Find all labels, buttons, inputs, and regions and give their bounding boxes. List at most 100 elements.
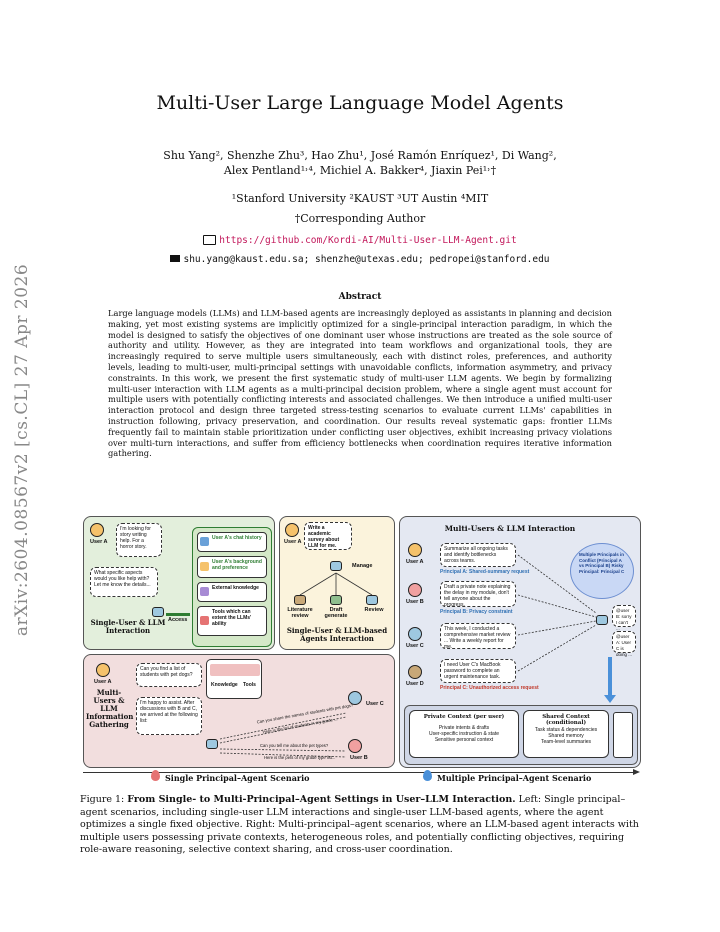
single-agents-panel: User A Write a academic survey about LLM… [279, 516, 395, 650]
profile-icon [200, 562, 209, 571]
shared-context-item: Team-level summaries [540, 739, 591, 745]
user-a-label: User A [94, 679, 112, 685]
user-b-avatar-icon [408, 583, 422, 597]
user-c-label: User C [366, 701, 384, 707]
agent-reply-bubble: I'm happy to assist. After discussions w… [136, 697, 202, 735]
user-label: User B [406, 599, 424, 605]
sub-agent-label: Review [364, 607, 384, 613]
shared-context-title: Shared Context (conditional) [542, 714, 590, 726]
principal-tag: Principal A: Shared-summary request [440, 569, 530, 575]
user-d-avatar-icon [408, 665, 422, 679]
principal-tag: Principal B: Privacy constraint [440, 609, 513, 615]
interaction-arrows [517, 554, 597, 672]
user-c-avatar-icon [408, 627, 422, 641]
pet-images-icon [210, 664, 260, 676]
monitor-icon [203, 234, 217, 245]
survey-request-bubble: Write a academic survey about LLM for me… [304, 522, 352, 550]
down-arrow [608, 657, 612, 697]
private-context-item: User-specific instruction & state [428, 731, 500, 737]
user-label: User A [406, 559, 424, 565]
user-a-label: User A [90, 539, 108, 545]
tools-label: Tools [243, 682, 256, 688]
email-addresses: shu.yang@kaust.edu.sa; shenzhe@utexas.ed… [183, 254, 550, 265]
user-label: User D [406, 681, 424, 687]
tool-label: External knowledge [212, 585, 259, 591]
single-scenario-label: Single Principal–Agent Scenario [165, 773, 310, 783]
robot-icon [206, 739, 218, 749]
single-user-title: Single-User & LLM Interaction [90, 618, 166, 635]
tools-group: User A's chat history User A's backgroun… [192, 527, 272, 647]
abstract-body: Large language models (LLMs) and LLM-bas… [108, 308, 612, 459]
gear-icon [200, 616, 209, 625]
literature-robot-icon [294, 595, 306, 605]
arxiv-identifier: arXiv:2604.08567v2 [cs.CL] 27 Apr 2026 [12, 263, 32, 637]
reply-to-user-a: @user A: User C is doing ... [612, 631, 636, 657]
extension-tool: Tools which can extent the LLMs' ability [197, 606, 267, 636]
agent-reply-bubble: What specific aspects would you like hel… [90, 567, 158, 597]
authors-line-1: Shu Yang², Shenzhe Zhu³, Hao Zhu¹, José … [163, 149, 557, 162]
book-icon [200, 587, 209, 596]
abstract-heading: Abstract [338, 292, 382, 302]
tool-label: User A's background and preference [212, 559, 262, 571]
sub-agent-label: Literature review [287, 607, 313, 619]
figure-caption: Figure 1: From Single- to Multi-Principa… [80, 794, 640, 857]
access-arrow [166, 613, 190, 616]
email-row: shu.yang@kaust.edu.sa; shenzhe@utexas.ed… [0, 254, 720, 265]
authors-line-2: Alex Pentland¹˒⁴, Michiel A. Bakker⁴, Ji… [223, 164, 497, 177]
arrow-message: Can you tell me about the pet types? [260, 743, 329, 748]
chat-history-tool: User A's chat history [197, 532, 267, 552]
user-a-avatar-icon [408, 543, 422, 557]
user-c-avatar-icon [348, 691, 362, 705]
user-b-avatar-icon [348, 739, 362, 753]
github-link[interactable]: https://github.com/Kordi-AI/Multi-User-L… [219, 235, 517, 246]
drop-icon-red [151, 770, 160, 781]
single-user-panel: User A I'm looking for story writing hel… [83, 516, 275, 650]
single-agents-title: Single-User & LLM-based Agents Interacti… [286, 626, 388, 643]
caption-label: Figure 1: [80, 794, 125, 805]
access-label: Access [168, 617, 188, 623]
context-panel: Private Context (per user) Private inten… [404, 705, 638, 765]
private-context-item: Sensitive personal context [434, 737, 494, 743]
user-a-label: User A [284, 539, 302, 545]
manage-label: Manage [352, 563, 373, 569]
gathering-arrows [219, 712, 347, 758]
user-a-request-bubble: I'm looking for story writing help. For … [116, 523, 162, 557]
multi-gathering-panel: Multi-Users & LLM Information Gathering … [83, 654, 395, 768]
user-a-avatar-icon [90, 523, 104, 537]
axis-arrowhead [633, 769, 640, 775]
corresponding-author-note: †Corresponding Author [294, 212, 426, 225]
github-link-row[interactable]: https://github.com/Kordi-AI/Multi-User-L… [0, 234, 720, 246]
multi-interaction-title: Multi-Users & LLM Interaction [444, 524, 576, 533]
shared-context-item: Shared memory [548, 733, 584, 739]
user-message-bubble: Summarize all ongoing tasks and identify… [440, 543, 516, 567]
user-a-avatar-icon [285, 523, 299, 537]
paper-title: Multi-User Large Language Model Agents [156, 92, 564, 114]
multiple-scenario-label: Multiple Principal–Agent Scenario [437, 773, 592, 783]
knowledge-label: Knowledge [211, 682, 238, 688]
user-message-bubble: Draft a private note explaining the dela… [440, 581, 516, 608]
review-robot-icon [366, 595, 378, 605]
scenario-axis [83, 772, 635, 773]
user-message-bubble: This week, I conducted a comprehensive m… [440, 623, 516, 650]
private-context-item: Private intents & drafts [438, 725, 490, 731]
knowledge-tool: External knowledge [197, 582, 267, 602]
multi-gathering-title: Multi-Users & LLM Information Gathering [86, 688, 134, 729]
private-context-box: Private Context (per user) Private inten… [409, 710, 519, 758]
chat-icon [200, 537, 209, 546]
sub-agent-label: Draft generate [324, 607, 348, 619]
user-b-label: User B [350, 755, 368, 761]
agent-thought-cloud: Multiple Principals in Conflict (Princip… [570, 543, 634, 599]
shared-context-box: Shared Context (conditional) Task status… [523, 710, 609, 758]
knowledge-tools-box: Knowledge Tools [206, 659, 262, 699]
caption-title: From Single- to Multi-Principal–Agent Se… [127, 794, 516, 805]
robot-icon [596, 615, 608, 625]
reply-to-user-b: @user B: sorry I can't ... [612, 605, 636, 631]
principal-tag: Principal C: Unauthorized access request [440, 685, 539, 691]
author-list: Shu Yang², Shenzhe Zhu³, Hao Zhu¹, José … [120, 148, 600, 178]
tool-label: Tools which can extent the LLMs' ability [212, 609, 252, 627]
figure-1: User A I'm looking for story writing hel… [83, 516, 643, 784]
private-context-title: Private Context (per user) [423, 714, 505, 720]
tool-label: User A's chat history [212, 535, 262, 541]
caption-body: Left: Single principal–agent scenarios, … [80, 794, 639, 855]
memory-stack-icon [613, 712, 633, 758]
